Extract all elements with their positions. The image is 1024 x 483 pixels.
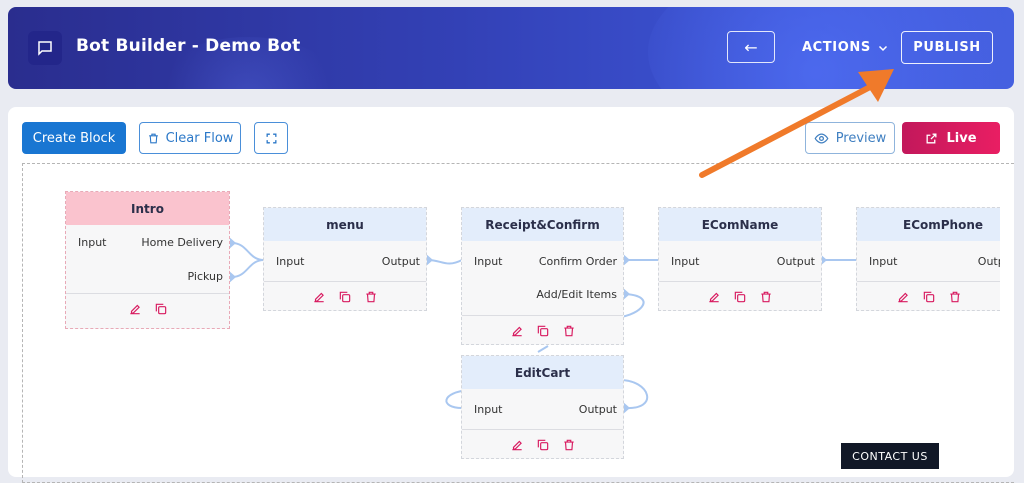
- delete-icon[interactable]: [363, 289, 379, 305]
- node-menu[interactable]: menu Input Output: [263, 207, 427, 311]
- node-input-label: Input: [671, 255, 700, 268]
- trash-icon: [148, 133, 158, 143]
- contact-us-button[interactable]: CONTACT US: [841, 443, 939, 469]
- node-title: Receipt&Confirm: [462, 208, 623, 241]
- edit-icon[interactable]: [706, 289, 722, 305]
- preview-button[interactable]: Preview: [805, 122, 895, 154]
- create-block-button[interactable]: Create Block: [22, 122, 126, 154]
- node-intro[interactable]: Intro Input Home Delivery Pickup: [65, 191, 230, 329]
- clear-flow-label: Clear Flow: [165, 130, 234, 146]
- node-output-label: Output: [977, 255, 1000, 268]
- node-ecomname[interactable]: EComName Input Output: [658, 207, 822, 311]
- edit-icon[interactable]: [509, 437, 525, 453]
- node-output-label: Confirm Order: [538, 255, 617, 268]
- edit-icon[interactable]: [895, 289, 911, 305]
- external-link-icon: [927, 133, 937, 143]
- copy-icon[interactable]: [535, 437, 551, 453]
- delete-icon[interactable]: [758, 289, 774, 305]
- eye-icon: [814, 132, 829, 144]
- delete-icon[interactable]: [561, 437, 577, 453]
- fullscreen-icon: [266, 133, 276, 143]
- copy-icon[interactable]: [337, 289, 353, 305]
- node-editcart[interactable]: EditCart Input Output: [461, 355, 624, 459]
- copy-icon[interactable]: [921, 289, 937, 305]
- publish-button[interactable]: PUBLISH: [901, 31, 993, 64]
- copy-icon[interactable]: [732, 289, 748, 305]
- actions-menu-button[interactable]: ACTIONS: [802, 40, 889, 55]
- live-button[interactable]: Live: [902, 122, 1000, 154]
- app-header: Bot Builder - Demo Bot ← ACTIONS PUBLISH: [8, 7, 1014, 89]
- back-button[interactable]: ←: [727, 31, 775, 63]
- chevron-down-icon: [878, 45, 887, 51]
- copy-icon[interactable]: [153, 301, 169, 317]
- actions-label: ACTIONS: [802, 40, 871, 55]
- back-arrow-icon: ←: [744, 37, 758, 57]
- node-title: Intro: [66, 192, 229, 225]
- edit-icon[interactable]: [509, 323, 525, 339]
- copy-icon[interactable]: [535, 323, 551, 339]
- preview-label: Preview: [835, 130, 887, 146]
- node-input-label: Input: [276, 255, 305, 268]
- delete-icon[interactable]: [561, 323, 577, 339]
- node-output-label: Output: [776, 255, 815, 268]
- node-output-label: Add/Edit Items: [536, 288, 617, 301]
- node-title: EditCart: [462, 356, 623, 389]
- node-output-label: Output: [381, 255, 420, 268]
- node-input-label: Input: [78, 236, 107, 249]
- node-ecomphone[interactable]: EComPhone Input Output: [856, 207, 1000, 311]
- node-title: EComPhone: [857, 208, 1000, 241]
- node-input-label: Input: [474, 403, 503, 416]
- page-title: Bot Builder - Demo Bot: [76, 36, 301, 56]
- node-title: EComName: [659, 208, 821, 241]
- fullscreen-button[interactable]: [254, 122, 288, 154]
- delete-icon[interactable]: [947, 289, 963, 305]
- node-output-label: Home Delivery: [141, 236, 223, 249]
- node-receipt-confirm[interactable]: Receipt&Confirm Input Confirm Order Add/…: [461, 207, 624, 345]
- live-label: Live: [946, 130, 977, 146]
- chat-icon: [28, 31, 62, 65]
- node-input-label: Input: [474, 255, 503, 268]
- node-output-label: Pickup: [187, 270, 223, 283]
- clear-flow-button[interactable]: Clear Flow: [139, 122, 241, 154]
- edit-icon[interactable]: [311, 289, 327, 305]
- edit-icon[interactable]: [127, 301, 143, 317]
- node-input-label: Input: [869, 255, 898, 268]
- node-output-label: Output: [578, 403, 617, 416]
- node-title: menu: [264, 208, 426, 241]
